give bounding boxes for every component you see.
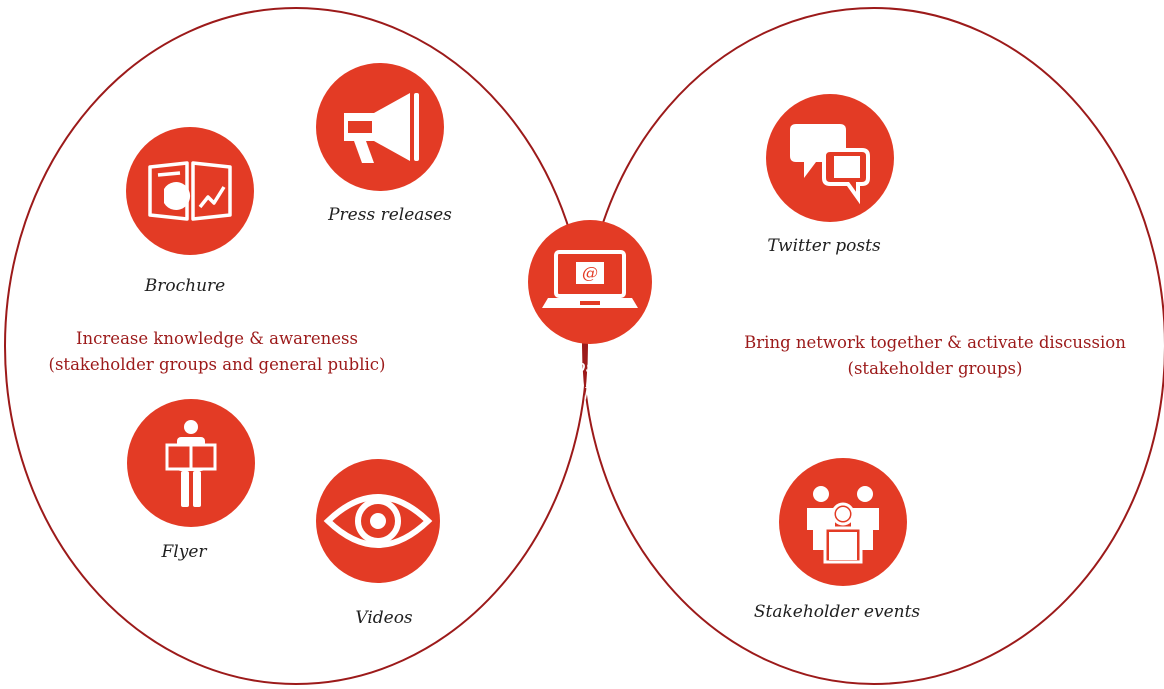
website-label-line1: Website	[549, 357, 617, 376]
left-circle	[4, 7, 588, 685]
group-icon	[779, 458, 907, 586]
flyer-label: Flyer	[161, 542, 207, 562]
eye-icon	[316, 459, 440, 583]
website-label: Website lngforshipping.eu	[509, 355, 657, 403]
brochure-icon	[126, 127, 254, 255]
videos-label: Videos	[355, 608, 413, 628]
reader-icon	[127, 399, 255, 527]
website-label-line2: lngforshipping.eu	[509, 381, 657, 400]
left-description: Increase knowledge & awareness (stakehol…	[49, 326, 386, 378]
press-releases-label: Press releases	[328, 205, 452, 225]
email-at-symbol: @	[582, 263, 598, 282]
right-description-line2: (stakeholder groups)	[847, 359, 1023, 378]
twitter-posts-label: Twitter posts	[767, 236, 881, 256]
stakeholder-events-label: Stakeholder events	[753, 602, 921, 622]
megaphone-icon	[316, 63, 444, 191]
left-description-line1: Increase knowledge & awareness	[76, 329, 358, 348]
speech-bubbles-icon	[766, 94, 894, 222]
brochure-label: Brochure	[144, 276, 226, 296]
right-description-line1: Bring network together & activate discus…	[744, 333, 1126, 352]
laptop-email-icon: @	[528, 220, 652, 344]
right-description: Bring network together & activate discus…	[744, 330, 1126, 382]
right-circle	[582, 7, 1164, 685]
left-description-line2: (stakeholder groups and general public)	[48, 355, 386, 374]
